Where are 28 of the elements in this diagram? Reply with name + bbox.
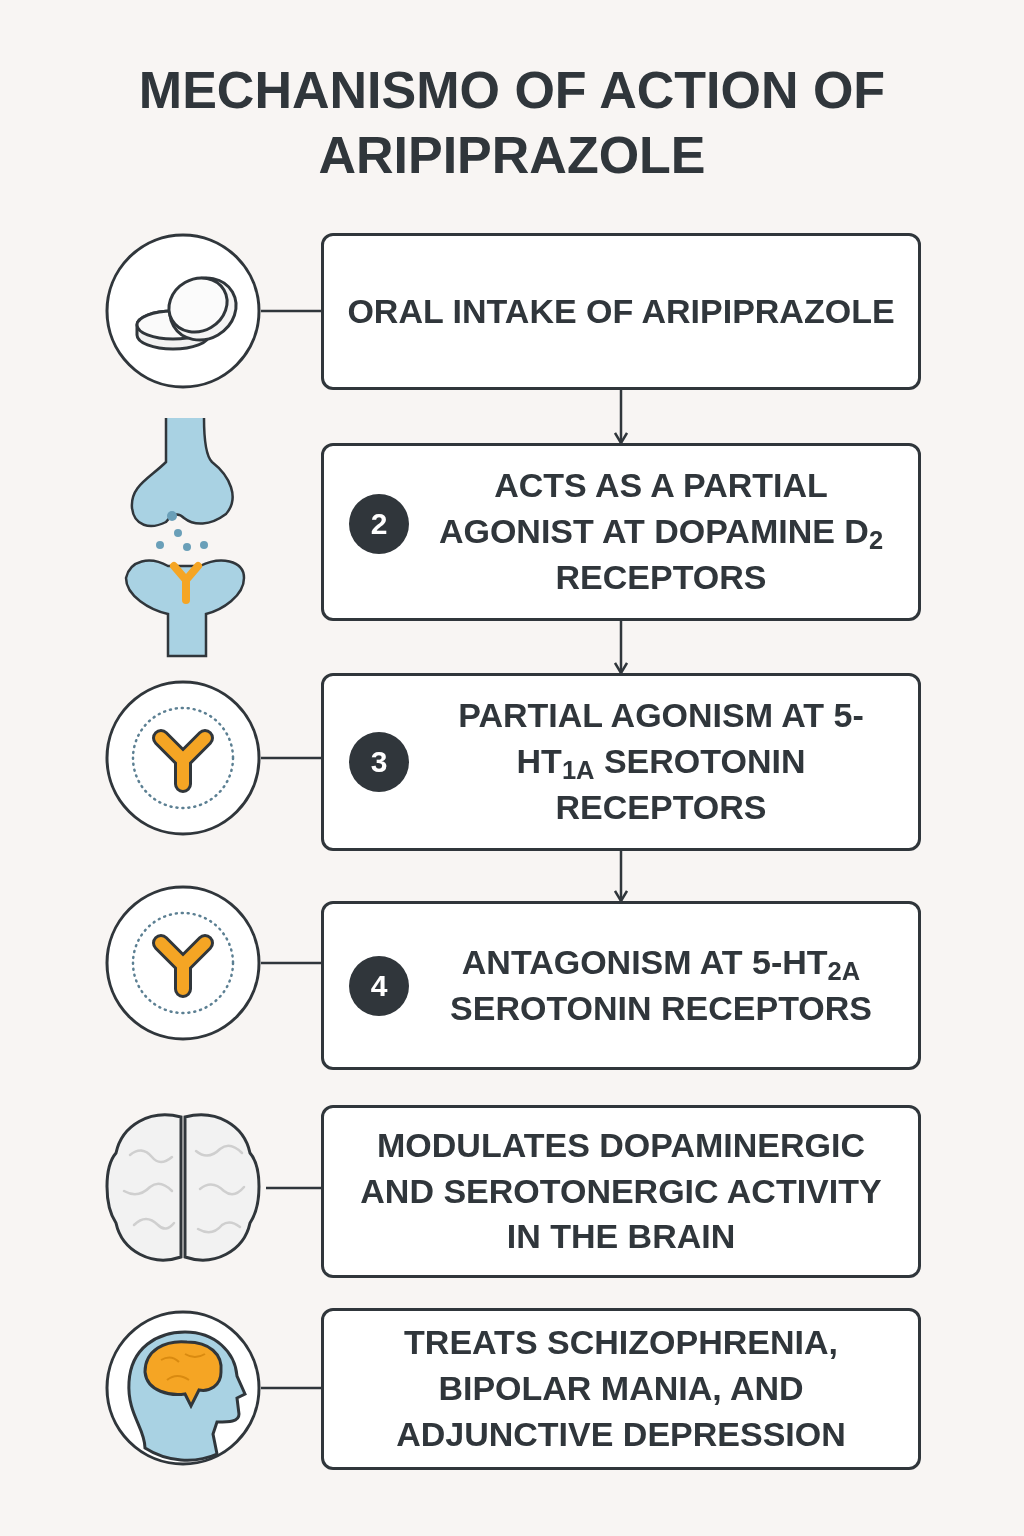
step-number-badge: 3	[349, 732, 409, 792]
step-number-badge: 2	[349, 494, 409, 554]
step-number-badge: 4	[349, 956, 409, 1016]
step-box	[321, 1308, 921, 1470]
connector-line	[261, 961, 321, 965]
connector-line	[261, 309, 321, 313]
step-box	[321, 1105, 921, 1278]
title: MECHANISMO OF ACTION OF ARIPIPRAZOLE	[137, 60, 887, 186]
step-box	[321, 901, 921, 1070]
step-text: MODULATES DOPAMINERGIC AND SEROTONERGIC ACTIVITY IN THE BRAIN	[359, 1124, 883, 1258]
step-text: PARTIAL AGONISM AT 5-HT$_{1A}$ SEROTONIN RECEPTORS	[457, 695, 865, 828]
step-box	[321, 233, 921, 390]
pill-drawing	[105, 233, 261, 389]
head-brain-drawing	[105, 1310, 261, 1466]
receptor-drawing	[105, 680, 261, 836]
step-box	[321, 673, 921, 851]
step-text: ACTS AS A PARTIAL AGONIST AT DOPAMINE D$_{2}$ RECEPTORS	[437, 465, 885, 598]
arrow	[613, 851, 629, 903]
step-text: ANTAGONISM AT 5-HT$_{2A}$ SEROTONIN RECEPTORS	[449, 941, 873, 1029]
arrow	[613, 390, 629, 445]
receptor-drawing	[105, 885, 261, 1041]
step-box	[321, 443, 921, 621]
step-text: ORAL INTAKE OF ARIPIPRAZOLE	[347, 290, 895, 332]
connector-line	[266, 1186, 321, 1190]
connector-line	[261, 1386, 321, 1390]
arrow	[613, 621, 629, 675]
step-text: TREATS SCHIZOPHRENIA, BIPOLAR MANIA, AND ADJUNCTIVE DEPRESSION	[395, 1322, 847, 1455]
connector-line	[261, 756, 321, 760]
